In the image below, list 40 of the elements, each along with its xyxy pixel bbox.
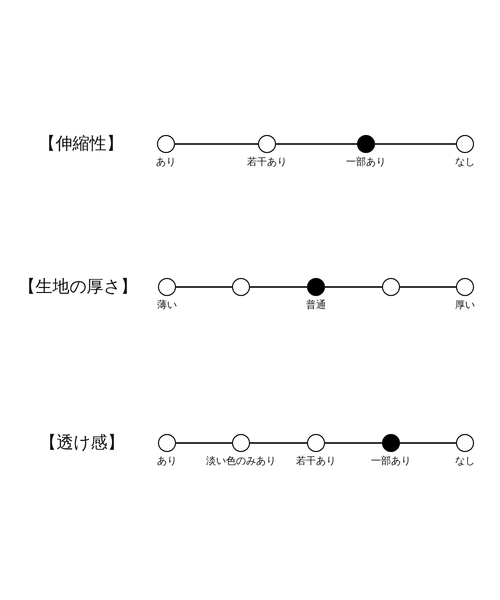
connector-line (176, 442, 232, 444)
scale-label: 若干あり (247, 157, 287, 169)
scale-label: 薄い (157, 300, 177, 312)
scale-marker (258, 135, 276, 153)
scale-label: 一部あり (346, 157, 386, 169)
scale-label: あり (157, 456, 177, 468)
connector-line (325, 442, 382, 444)
connector-line (250, 442, 307, 444)
scale-marker (456, 434, 474, 452)
scale-marker (307, 434, 325, 452)
connector-line (250, 286, 307, 288)
scale-label: 淡い色のみあり (206, 456, 276, 468)
scale-marker (382, 278, 400, 296)
connector-line (375, 143, 456, 145)
selected-scale-marker (307, 278, 325, 296)
scale-label: 若干あり (296, 456, 336, 468)
scale-title: 【透け感】 (40, 432, 124, 454)
scale-label: なし (455, 157, 475, 169)
scale-label: 普通 (306, 300, 326, 312)
connector-line (276, 143, 357, 145)
connector-line (400, 286, 456, 288)
scale-label: あり (156, 157, 176, 169)
scale-marker (158, 434, 176, 452)
scale-title: 【伸縮性】 (38, 133, 124, 155)
scale-title: 【生地の厚さ】 (18, 276, 138, 298)
scale-marker (157, 135, 175, 153)
connector-line (325, 286, 382, 288)
scale-marker (456, 278, 474, 296)
scale-marker (158, 278, 176, 296)
selected-scale-marker (357, 135, 375, 153)
connector-line (400, 442, 456, 444)
scale-marker (232, 434, 250, 452)
scale-label: 厚い (455, 300, 475, 312)
connector-line (176, 286, 232, 288)
connector-line (175, 143, 258, 145)
scale-label: 一部あり (371, 456, 411, 468)
scale-marker (232, 278, 250, 296)
selected-scale-marker (382, 434, 400, 452)
scale-marker (456, 135, 474, 153)
scale-label: なし (455, 456, 475, 468)
